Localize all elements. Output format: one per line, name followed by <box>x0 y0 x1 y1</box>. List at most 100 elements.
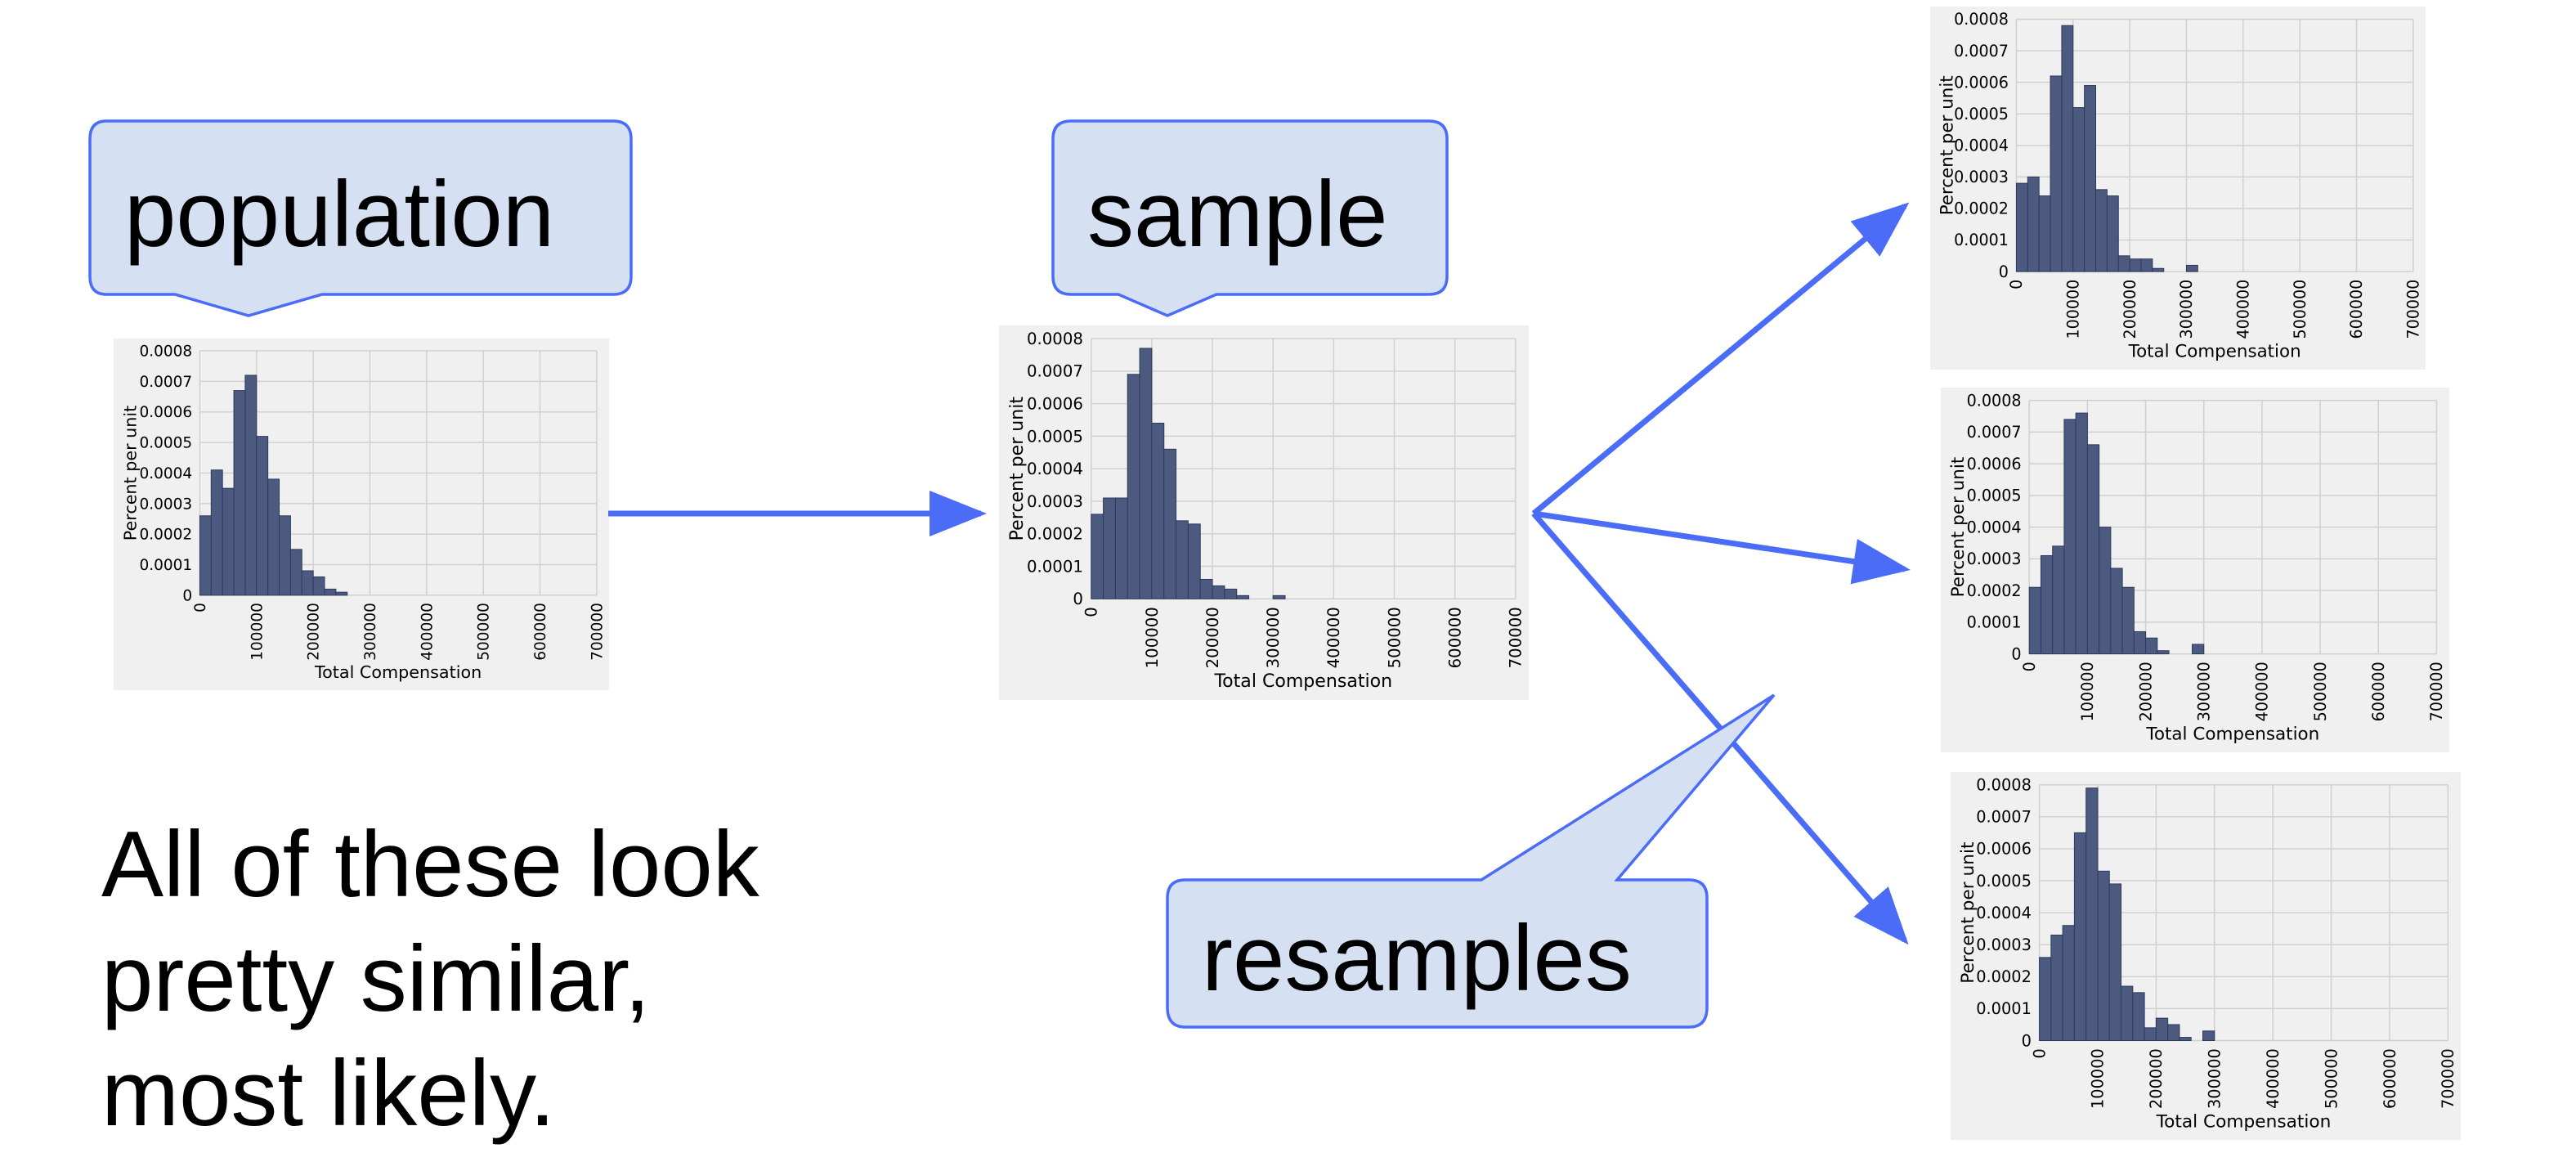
x-tick-label: 600000 <box>532 603 549 661</box>
x-tick-label: 100000 <box>2089 1048 2108 1109</box>
y-tick-label: 0.0005 <box>1976 872 2032 891</box>
histogram-bar <box>2106 195 2119 272</box>
histogram-bar <box>1236 594 1250 599</box>
y-tick-label: 0.0005 <box>1967 487 2022 505</box>
y-tick-label: 0.0006 <box>1954 73 2009 92</box>
chart-background <box>1930 7 2426 370</box>
y-tick-label: 0.0007 <box>1027 362 1083 381</box>
x-axis-label: Total Compensation <box>2156 1111 2332 1132</box>
x-tick-label: 400000 <box>419 603 436 661</box>
x-tick-label: 600000 <box>2369 662 2388 721</box>
histogram-svg: 00.00010.00020.00030.00040.00050.00060.0… <box>1941 388 2449 752</box>
x-tick-label: 0 <box>2007 280 2026 289</box>
x-axis-label: Total Compensation <box>2145 724 2319 744</box>
y-tick-label: 0.0002 <box>1027 525 1083 544</box>
callout-bubble-resamples <box>1166 693 1776 1029</box>
y-tick-label: 0 <box>182 587 192 604</box>
chart-background <box>114 339 609 690</box>
histogram-bar <box>2185 264 2198 272</box>
histogram-bar <box>2192 644 2205 655</box>
y-tick-label: 0.0006 <box>140 404 193 421</box>
x-tick-label: 200000 <box>1203 607 1222 668</box>
summary-text: All of these look pretty similar, most l… <box>101 808 919 1151</box>
x-tick-label: 700000 <box>589 603 606 661</box>
y-tick-label: 0.0006 <box>1976 840 2032 859</box>
y-tick-label: 0.0002 <box>140 527 193 544</box>
histogram-bar <box>1187 523 1201 599</box>
y-tick-label: 0.0003 <box>1967 550 2022 568</box>
y-axis-label: Percent per unit <box>1937 75 1957 215</box>
callout-label-sample: sample <box>1087 163 1388 267</box>
x-tick-label: 0 <box>192 603 209 612</box>
y-tick-label: 0.0008 <box>1976 776 2032 795</box>
x-tick-label: 500000 <box>2322 1048 2341 1109</box>
y-tick-label: 0.0007 <box>1976 808 2032 827</box>
histogram-bar <box>1272 594 1286 599</box>
arrow-sample-to-resample-2 <box>1533 510 1911 585</box>
y-tick-label: 0.0003 <box>1976 935 2032 954</box>
y-tick-label: 0.0006 <box>1027 395 1083 414</box>
histogram-svg: 00.00010.00020.00030.00040.00050.00060.0… <box>999 325 1529 700</box>
histogram-bar <box>2167 1024 2180 1041</box>
x-tick-label: 500000 <box>1385 607 1404 668</box>
x-axis-label: Total Compensation <box>2128 341 2301 361</box>
summary-line-3: most likely. <box>101 1042 556 1146</box>
histogram-bar <box>2121 586 2135 655</box>
y-tick-label: 0.0001 <box>140 557 193 574</box>
arrow-sample-to-resample-1 <box>1531 202 1910 516</box>
x-tick-label: 200000 <box>2121 280 2139 339</box>
x-tick-label: 500000 <box>2291 280 2309 339</box>
y-tick-label: 0 <box>2022 1031 2032 1050</box>
y-axis-label: Percent per unit <box>120 406 140 541</box>
y-tick-label: 0.0002 <box>1954 200 2009 218</box>
y-tick-label: 0.0008 <box>1967 391 2022 410</box>
x-tick-label: 300000 <box>362 603 379 661</box>
x-tick-label: 600000 <box>2347 280 2366 339</box>
y-tick-label: 0.0006 <box>1967 455 2022 473</box>
x-tick-label: 100000 <box>2078 662 2097 721</box>
histogram-bar <box>335 591 348 596</box>
histogram-svg: 00.00010.00020.00030.00040.00050.00060.0… <box>1930 7 2426 370</box>
histogram-bar <box>2152 267 2165 272</box>
histogram-svg: 00.00010.00020.00030.00040.00050.00060.0… <box>1951 772 2461 1140</box>
x-tick-label: 700000 <box>1507 607 1525 668</box>
y-tick-label: 0.0005 <box>140 435 193 452</box>
y-axis-label: Percent per unit <box>1958 842 1978 984</box>
histogram-bar <box>2202 1030 2215 1042</box>
y-tick-label: 0.0008 <box>1954 10 2009 29</box>
x-tick-label: 0 <box>2030 1048 2049 1058</box>
histogram-bar <box>2145 637 2158 655</box>
x-tick-label: 400000 <box>2253 662 2272 721</box>
y-tick-label: 0 <box>1999 262 2009 281</box>
x-tick-label: 300000 <box>2177 280 2196 339</box>
y-tick-label: 0.0007 <box>1954 42 2009 61</box>
y-tick-label: 0.0001 <box>1967 613 2022 632</box>
callout-bubble-sample <box>1051 119 1449 317</box>
summary-line-1: All of these look <box>101 813 759 917</box>
x-tick-label: 300000 <box>2194 662 2213 721</box>
y-axis-label: Percent per unit <box>1007 397 1028 541</box>
y-tick-label: 0.0003 <box>1954 168 2009 186</box>
y-tick-label: 0.0004 <box>140 465 193 482</box>
x-tick-label: 700000 <box>2439 1048 2457 1109</box>
x-tick-label: 500000 <box>2311 662 2330 721</box>
x-tick-label: 300000 <box>1264 607 1283 668</box>
callout-label-population: population <box>124 163 555 267</box>
x-tick-label: 200000 <box>2136 662 2155 721</box>
histogram-bar <box>2157 650 2170 655</box>
x-tick-label: 400000 <box>1324 607 1343 668</box>
histogram-bar <box>2179 1037 2192 1042</box>
x-tick-label: 700000 <box>2427 662 2446 721</box>
arrow-sample-to-resample-3 <box>1531 511 1909 945</box>
y-tick-label: 0 <box>2011 644 2021 663</box>
x-tick-label: 200000 <box>306 603 323 661</box>
x-tick-label: 0 <box>2020 662 2039 671</box>
x-tick-label: 300000 <box>2206 1048 2224 1109</box>
x-tick-label: 600000 <box>1446 607 1465 668</box>
y-tick-label: 0.0004 <box>1027 460 1083 478</box>
x-tick-label: 500000 <box>476 603 493 661</box>
